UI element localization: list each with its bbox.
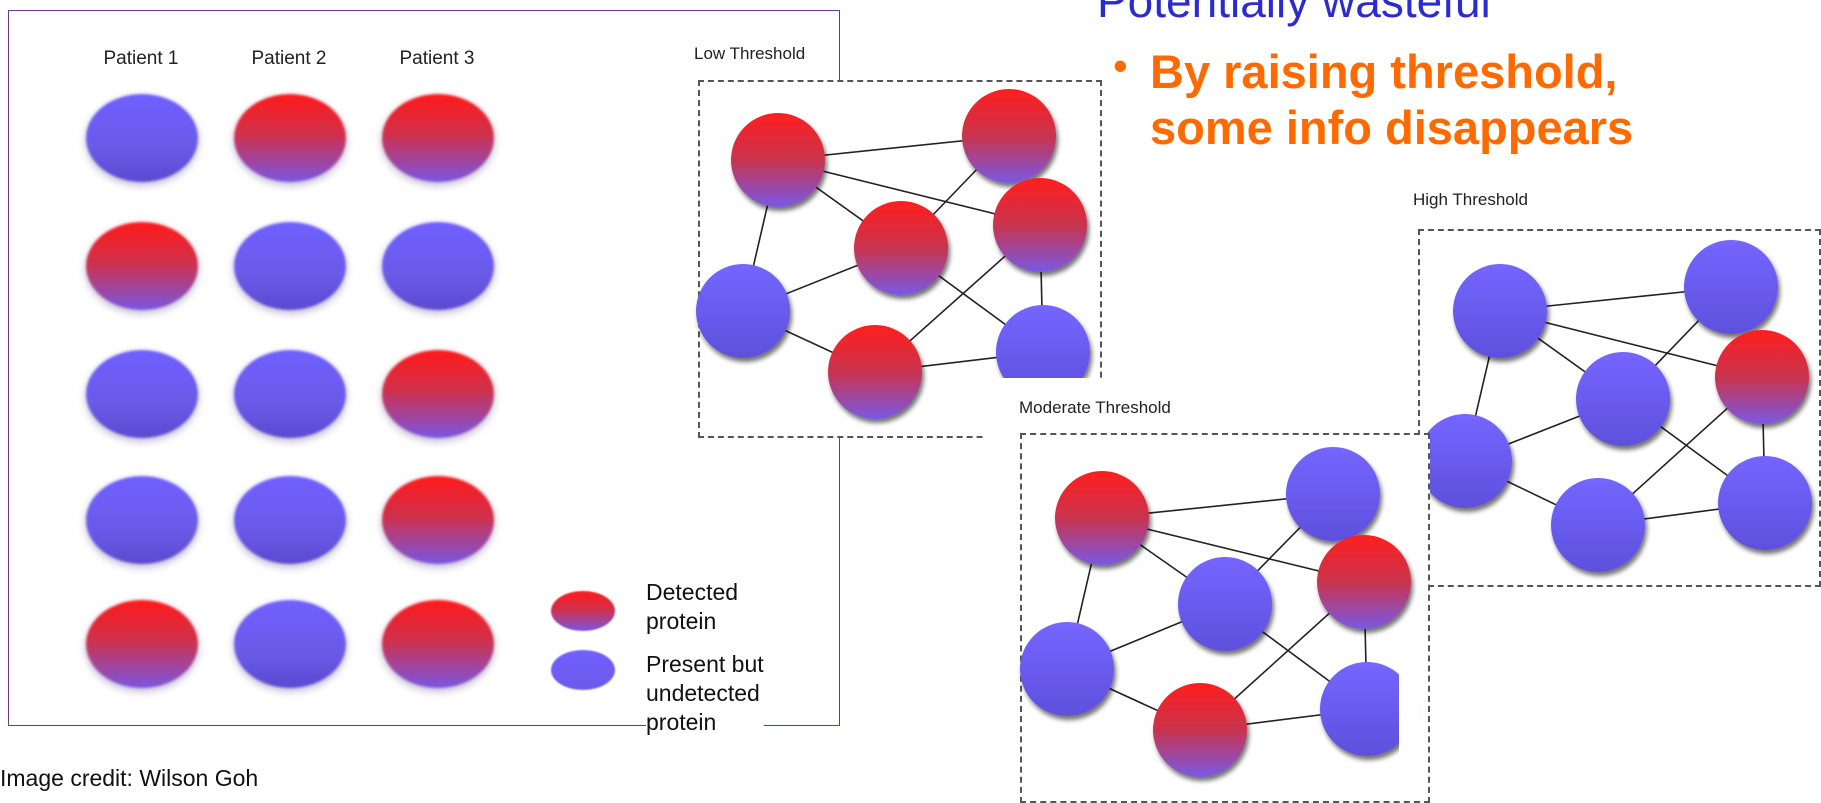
undetected-protein-blob (234, 222, 346, 310)
image-credit: Image credit: Wilson Goh (0, 765, 259, 791)
undetected-protein-node (1020, 622, 1114, 716)
detected-protein-node (993, 178, 1087, 272)
high-panel-clip (1399, 628, 1419, 791)
detected-protein-node (962, 89, 1056, 183)
legend-present-line-2: undetected (646, 680, 760, 706)
detected-protein-blob (382, 94, 494, 182)
detected-protein-node (1055, 471, 1149, 565)
detected-protein-blob (86, 600, 198, 688)
high-threshold-title: High Threshold (1413, 190, 1528, 209)
bullet-line-1: By raising threshold, (1150, 45, 1618, 98)
undetected-protein-blob (86, 350, 198, 438)
detected-protein-node (1317, 535, 1411, 629)
moderate-threshold-title: Moderate Threshold (1019, 398, 1171, 417)
undetected-protein-node (1178, 557, 1272, 651)
undetected-protein-blob (234, 350, 346, 438)
legend-present-line-3: protein (646, 709, 717, 735)
patient-1-header: Patient 1 (103, 48, 179, 69)
undetected-protein-node (996, 305, 1090, 399)
undetected-protein-node (1286, 447, 1380, 541)
legend-present-swatch (551, 650, 615, 690)
undetected-protein-blob (234, 600, 346, 688)
legend-detected-swatch (551, 591, 615, 631)
legend-present-line-1: Present but (646, 651, 764, 677)
patient-2-header: Patient 2 (251, 48, 327, 69)
moderate-threshold-network (1020, 447, 1414, 777)
undetected-protein-node (1453, 264, 1547, 358)
high-threshold-network (1418, 240, 1812, 572)
undetected-protein-blob (86, 94, 198, 182)
detected-protein-node (828, 325, 922, 419)
detected-protein-blob (382, 476, 494, 564)
detected-protein-blob (86, 222, 198, 310)
undetected-protein-blob (86, 476, 198, 564)
undetected-protein-blob (382, 222, 494, 310)
undetected-protein-node (1551, 478, 1645, 572)
undetected-protein-blob (234, 476, 346, 564)
detected-protein-blob (382, 350, 494, 438)
low-threshold-title: Low Threshold (694, 44, 806, 63)
bullet-line-2: some info disappears (1150, 101, 1634, 154)
undetected-protein-node (1320, 662, 1414, 756)
bullet-marker: • (1113, 42, 1128, 89)
detected-protein-blob (234, 94, 346, 182)
detected-protein-blob (382, 600, 494, 688)
low-threshold-network (696, 89, 1090, 419)
legend-detected-label: Detected protein (646, 578, 739, 636)
undetected-protein-node (696, 264, 790, 358)
legend-present-label: Present but undetected protein (646, 650, 764, 737)
detected-protein-node (1715, 330, 1809, 424)
legend-detected-line-2: protein (646, 608, 717, 634)
detected-protein-node (1153, 683, 1247, 777)
patient-3-header: Patient 3 (399, 48, 475, 69)
undetected-protein-node (1684, 240, 1778, 334)
bullet-point: By raising threshold, some info disappea… (1150, 44, 1633, 156)
undetected-protein-node (1718, 456, 1812, 550)
slide-heading: Potentially wasteful (1097, 0, 1491, 27)
undetected-protein-node (1418, 414, 1512, 508)
legend-detected-line-1: Detected (646, 579, 739, 605)
detected-protein-node (854, 201, 948, 295)
detected-protein-node (731, 113, 825, 207)
undetected-protein-node (1576, 352, 1670, 446)
